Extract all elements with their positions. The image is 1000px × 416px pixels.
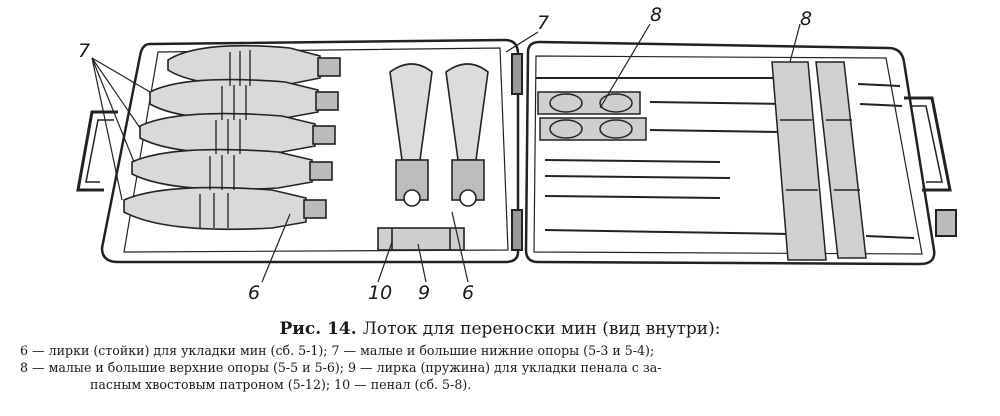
callout-6-left: 6: [248, 282, 261, 304]
caption-legend: 6 — лирки (стойки) для укладки мин (сб. …: [20, 342, 990, 393]
caption-title: Рис. 14.Лоток для переноски мин (вид вну…: [0, 318, 1000, 340]
callout-leaders: [91, 23, 801, 283]
callout-8-center: 8: [650, 4, 663, 26]
caption-line: 8 — малые и большие верхние опоры (5-5 и…: [20, 360, 662, 375]
figure-caption: Рис. 14.Лоток для переноски мин (вид вну…: [0, 318, 1000, 393]
mines-upright: [389, 63, 489, 207]
caption-title-text: Лоток для переноски мин (вид внутри):: [362, 319, 721, 339]
callout-7-top: 7: [537, 12, 550, 34]
caption-figure-number: Рис. 14.: [279, 319, 357, 339]
pencil-case: [377, 227, 465, 251]
right-tray-half: [524, 40, 936, 266]
upper-supports: [537, 91, 647, 141]
callout-6-right: 6: [462, 282, 475, 304]
vertical-straps: [771, 61, 867, 261]
caption-line: 6 — лирки (стойки) для укладки мин (сб. …: [20, 343, 655, 358]
tray-drawing: [76, 23, 957, 283]
left-handle: [76, 110, 118, 192]
hinges: [511, 53, 523, 251]
callout-9: 9: [418, 282, 431, 304]
caption-line: пасным хвостовым патроном (5-12); 10 — п…: [90, 377, 472, 392]
rails: [536, 77, 915, 239]
callout-7-left: 7: [78, 40, 91, 62]
left-tray-half: [100, 38, 520, 264]
callout-8-right: 8: [800, 8, 813, 30]
right-handle: [904, 96, 957, 237]
mine-tray-illustration: 7 7 8 8 6 10 9 6: [76, 4, 957, 304]
mines-left: [123, 44, 341, 231]
callout-10: 10: [368, 282, 393, 304]
